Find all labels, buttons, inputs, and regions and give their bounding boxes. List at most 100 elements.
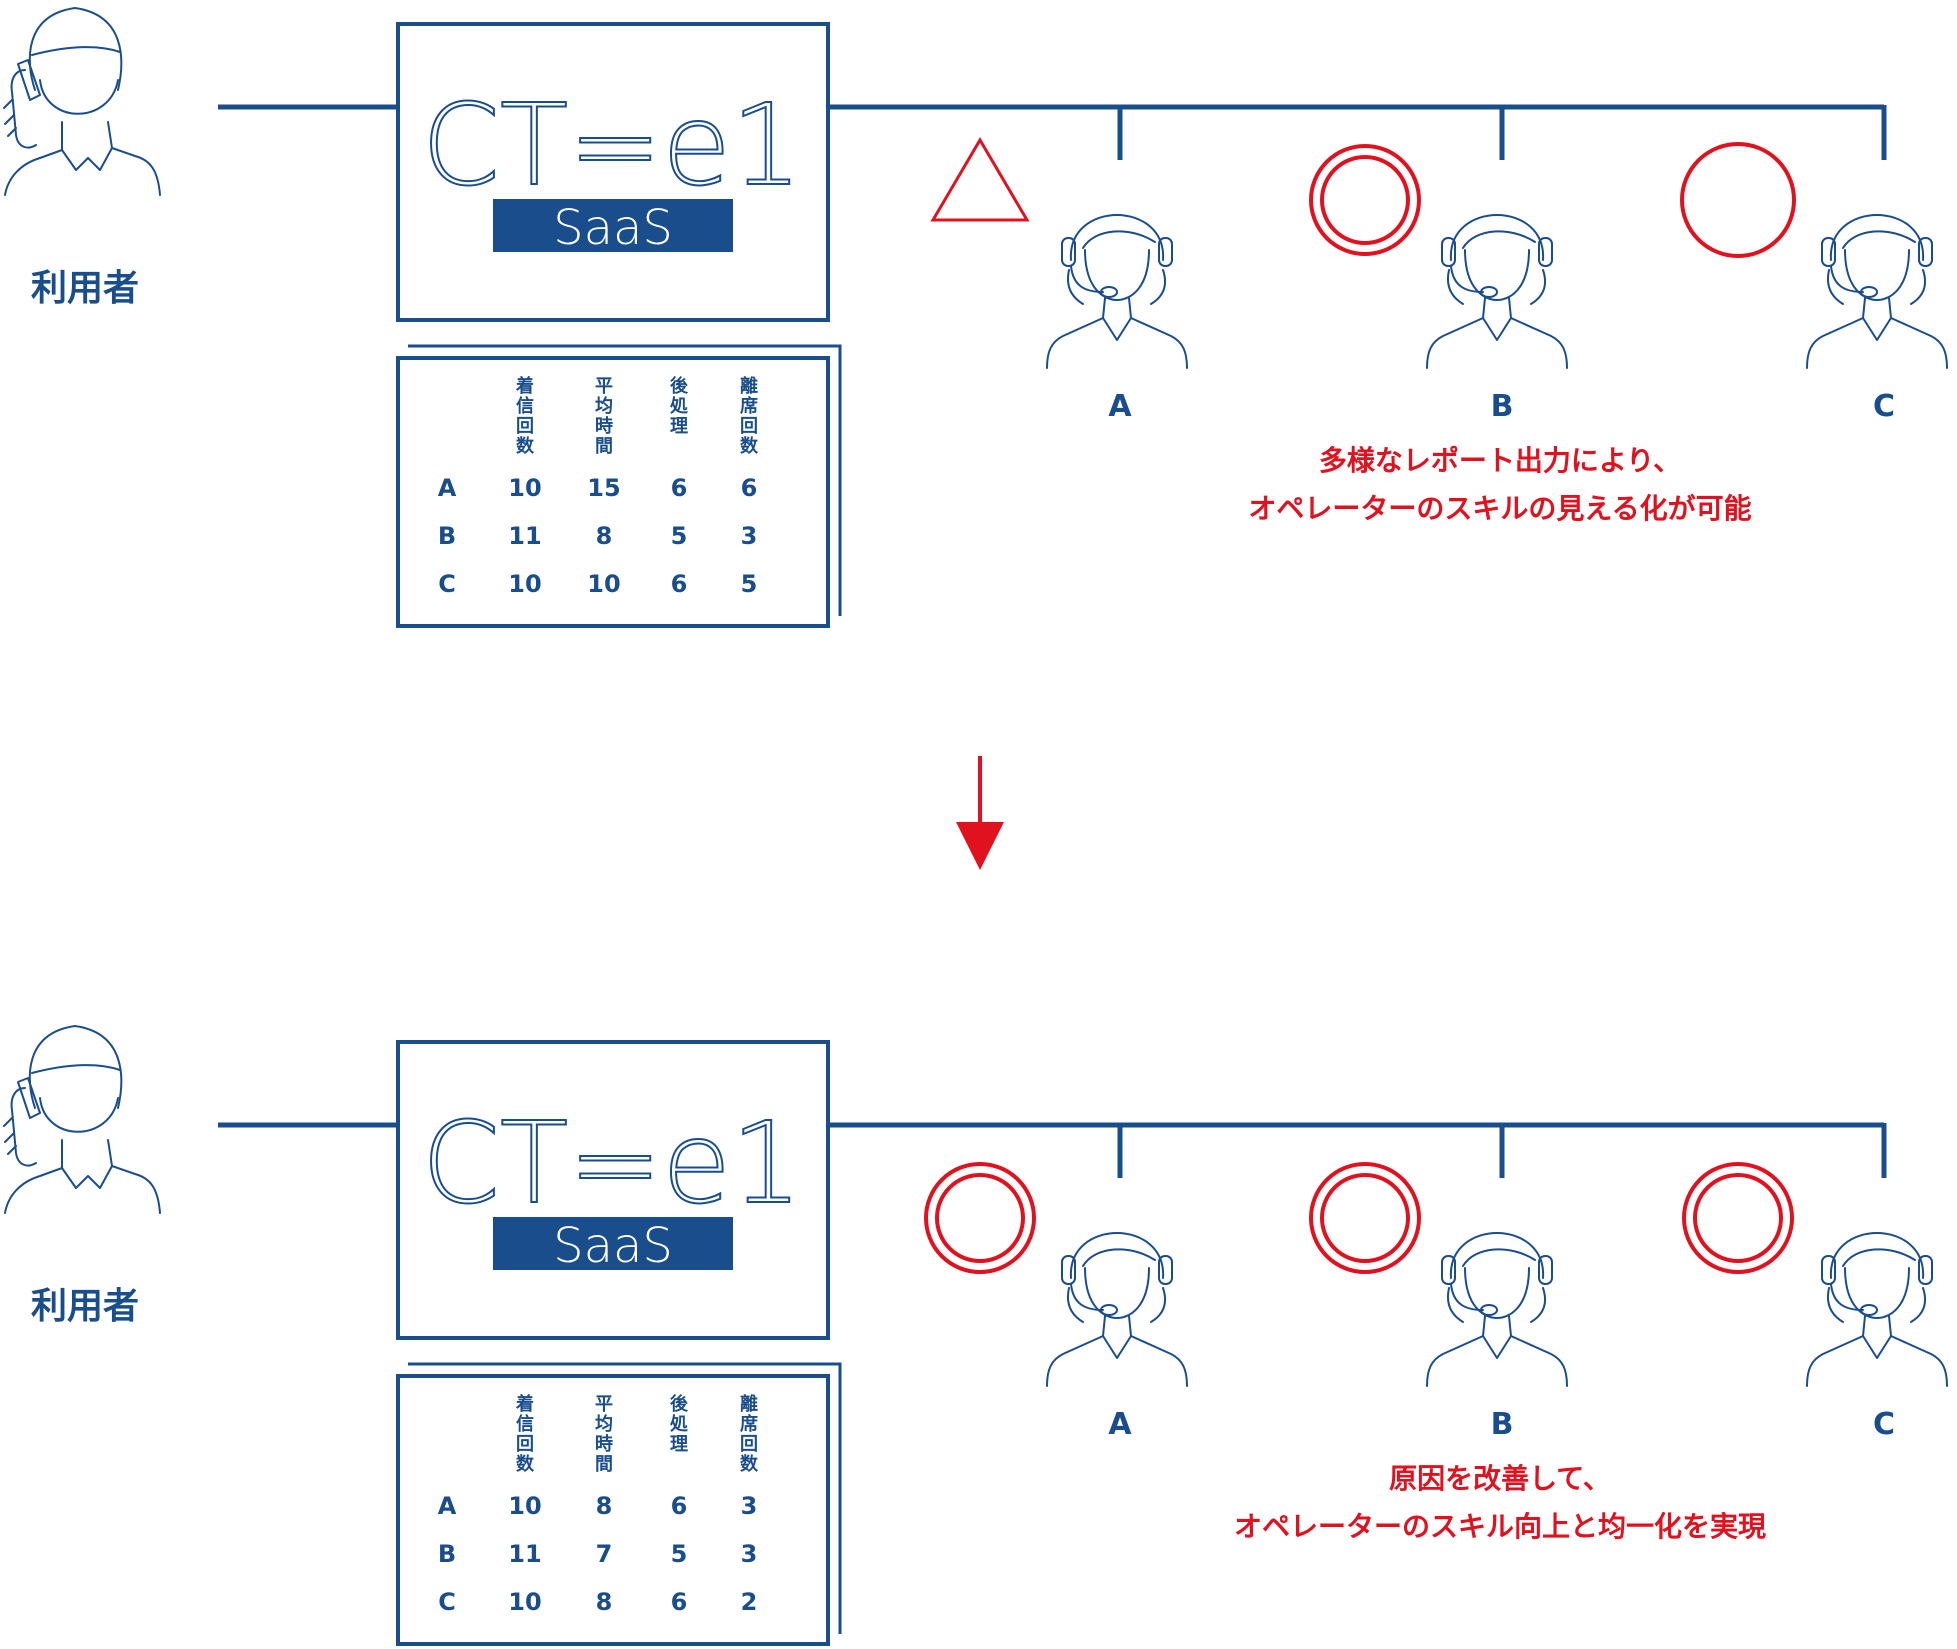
header-char: 数 [516, 1453, 535, 1475]
header-char: 後 [670, 375, 689, 397]
caption-line: オペレーターのスキルの見える化が可能 [1248, 492, 1751, 525]
operator-label: B [1491, 1407, 1514, 1442]
report-shadow [408, 344, 842, 616]
saas-banner [493, 1217, 733, 1270]
table-header-3: 後処理 [670, 1393, 689, 1455]
header-char: 数 [740, 1453, 759, 1475]
row-label: A [438, 1492, 457, 1520]
header-char: 理 [670, 416, 688, 437]
caption-line: 多様なレポート出力により、 [1319, 444, 1681, 477]
table-header-label: 後処理 [670, 1393, 689, 1455]
header-char: 回 [740, 416, 758, 437]
operator-headset-icon [1046, 214, 1188, 369]
circle-mark-icon [1680, 142, 1796, 258]
double-circle-mark-icon [924, 1162, 1036, 1274]
operator-a: A [930, 137, 1188, 424]
header-char: 席 [740, 395, 758, 417]
header-char: 処 [670, 395, 689, 417]
table-row: B 11 8 5 3 [438, 522, 758, 550]
header-char: 時 [595, 1434, 613, 1455]
table-header-label: 着信回数 [515, 375, 535, 457]
table-cell: 6 [671, 474, 688, 502]
person-on-phone-icon [3, 1025, 161, 1214]
table-header-label: 離席回数 [740, 375, 759, 457]
row-label: B [438, 1540, 456, 1568]
table-cell: 5 [671, 522, 688, 550]
table-cell: 6 [741, 474, 758, 502]
table-cell: 10 [508, 570, 541, 598]
logo-brand: CT=e1 [422, 1099, 803, 1229]
caption-line: オペレーターのスキル向上と均一化を実現 [1234, 1510, 1766, 1543]
header-char: 均 [595, 1413, 613, 1435]
saas-box [396, 1040, 830, 1340]
user-label: 利用者 [31, 268, 139, 309]
user-label: 利用者 [31, 1286, 139, 1327]
operator-c: C [1682, 1162, 1948, 1442]
row-label: C [438, 570, 456, 598]
table-header-3: 後処理 [670, 375, 689, 437]
arrow-head [956, 822, 1004, 870]
double-circle-mark-icon [1682, 1162, 1794, 1274]
row-label: A [438, 474, 457, 502]
header-char: 後 [670, 1393, 689, 1415]
table-header-label: 平均時間 [595, 1394, 613, 1475]
table-cell: 11 [508, 522, 541, 550]
header-char: 数 [516, 435, 535, 457]
header-char: 平 [595, 376, 613, 397]
table-cell: 10 [587, 570, 620, 598]
table-cell: 6 [671, 1492, 688, 1520]
table-header-label: 着信回数 [515, 1393, 535, 1475]
table-cell: 3 [741, 522, 758, 550]
table-cell: 8 [596, 522, 613, 550]
header-char: 時 [595, 416, 613, 437]
double-circle-mark-icon [1309, 1162, 1421, 1274]
header-char: 均 [595, 395, 613, 417]
table-cell: 8 [596, 1492, 613, 1520]
logo-sub: SaaS [553, 1218, 673, 1274]
table-cell: 2 [741, 1588, 758, 1616]
table-header-2: 平均時間 [595, 1394, 613, 1475]
header-char: 理 [670, 1434, 688, 1455]
operator-a: A [924, 1162, 1188, 1442]
header-char: 着 [515, 1393, 534, 1415]
table-cell: 6 [671, 570, 688, 598]
table-header-2: 平均時間 [595, 376, 613, 457]
double-circle-mark-icon [1309, 144, 1421, 256]
header-char: 離 [740, 375, 758, 397]
table-header-4: 離席回数 [740, 1393, 759, 1475]
header-char: 離 [740, 1393, 758, 1415]
header-char: 間 [595, 1454, 613, 1475]
operator-headset-icon [1806, 214, 1948, 369]
person-on-phone-icon [3, 7, 161, 196]
saas-box [396, 22, 830, 322]
table-cell: 3 [741, 1492, 758, 1520]
header-char: 間 [595, 436, 613, 457]
header-char: 信 [516, 395, 534, 417]
logo-sub: SaaS [553, 200, 673, 256]
header-char: 回 [740, 1434, 758, 1455]
caption-line: 原因を改善して、 [1389, 1462, 1611, 1495]
operator-label: A [1108, 389, 1132, 424]
operator-headset-icon [1806, 1232, 1948, 1387]
operator-label: C [1873, 1407, 1895, 1442]
header-char: 信 [516, 1413, 534, 1435]
table-cell: 11 [508, 1540, 541, 1568]
triangle-mark-icon [930, 137, 1030, 222]
header-char: 回 [516, 416, 534, 437]
table-header-label: 平均時間 [595, 376, 613, 457]
operator-label: C [1873, 389, 1895, 424]
arrow-down-icon [956, 756, 1004, 870]
table-cell: 8 [596, 1588, 613, 1616]
header-char: 平 [595, 1394, 613, 1415]
row-label: B [438, 522, 456, 550]
saas-banner [493, 199, 733, 252]
